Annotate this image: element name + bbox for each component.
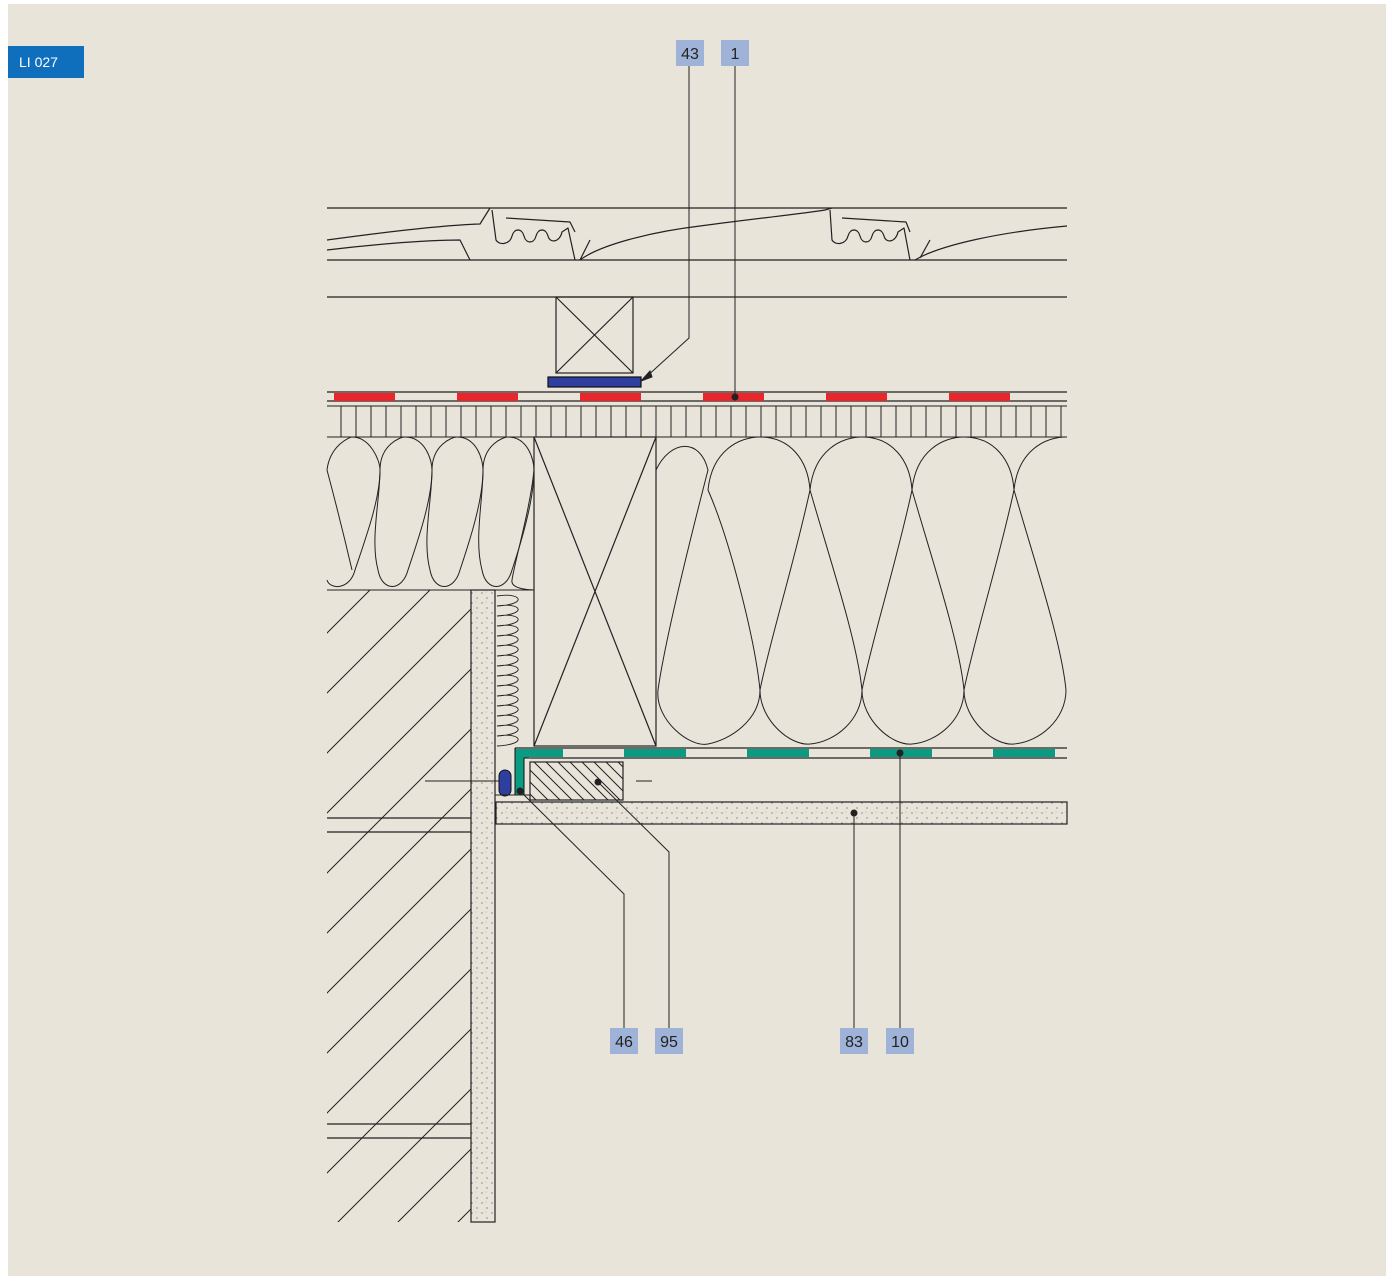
sealing-strip [547, 376, 642, 388]
svg-text:46: 46 [615, 1034, 633, 1051]
callout-95: 95 [655, 1028, 683, 1054]
svg-text:1: 1 [731, 46, 740, 63]
svg-text:95: 95 [660, 1034, 678, 1051]
insulation-large [655, 436, 1067, 745]
drawing-panel [8, 4, 1386, 1276]
callout-43: 43 [676, 40, 704, 66]
batten-lath [529, 761, 652, 801]
insulation-small [326, 436, 535, 591]
callout-46: 46 [610, 1028, 638, 1054]
plasterboard [495, 801, 1068, 825]
roof-tiles [326, 207, 1068, 298]
svg-text:10: 10 [891, 1034, 909, 1051]
svg-text:83: 83 [845, 1034, 863, 1051]
svg-text:43: 43 [681, 46, 699, 63]
callout-83: 83 [840, 1028, 868, 1054]
wall-plaster [470, 589, 530, 1223]
battens [547, 296, 642, 388]
wood-wool-infill [494, 589, 534, 747]
vapour-membrane-green [514, 747, 1067, 796]
leader-lines [516, 66, 904, 1028]
detail-code-badge: LI 027 [8, 46, 84, 78]
wood-fibre-board [327, 405, 1067, 438]
callout-10: 10 [886, 1028, 914, 1054]
roof-membrane-red [327, 391, 1067, 402]
rafter [533, 436, 657, 747]
masonry-wall [327, 590, 471, 1222]
callout-1: 1 [721, 40, 749, 66]
